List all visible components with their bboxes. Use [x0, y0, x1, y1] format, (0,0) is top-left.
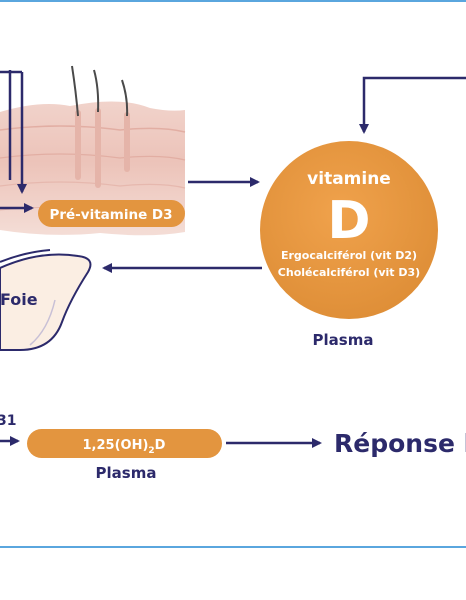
- calcitriol-main: 1,25(OH): [83, 438, 149, 453]
- top-border-line: [0, 0, 466, 2]
- hair-3: [121, 79, 129, 117]
- hair-1: [71, 65, 79, 117]
- fragment-31-label: 31: [0, 413, 16, 429]
- liver-illustration: [0, 249, 92, 351]
- cholecalciferol-label: Cholécalciférol (vit D3): [278, 266, 420, 279]
- foie-label: Foie: [0, 290, 38, 309]
- previtamin-label: Pré-vitamine D3: [49, 207, 172, 223]
- previtamin-pill: Pré-vitamine D3: [38, 200, 185, 227]
- svg-text:1,25(OH)2D: 1,25(OH)2D: [83, 438, 166, 456]
- bottom-border-line: [0, 546, 466, 548]
- ergocalciferol-label: Ergocalciférol (vit D2): [281, 249, 417, 262]
- plasma-bottom-label: Plasma: [96, 464, 157, 482]
- calcitriol-pill: 1,25(OH)2D: [27, 429, 222, 458]
- calcitriol-sub: 2: [148, 446, 154, 456]
- vitamine-letter: D: [327, 191, 370, 251]
- arrows: [0, 70, 466, 448]
- calcitriol-tail: D: [155, 438, 166, 453]
- plasma-top-label: Plasma: [313, 331, 374, 349]
- hair-2: [93, 69, 100, 113]
- response-label: Réponse b: [334, 429, 466, 458]
- vitamine-word: vitamine: [307, 169, 391, 189]
- vitamin-d-circle: vitamine D Ergocalciférol (vit D2) Cholé…: [260, 141, 438, 319]
- arrow-diet-to-vitamin-d: [359, 76, 466, 134]
